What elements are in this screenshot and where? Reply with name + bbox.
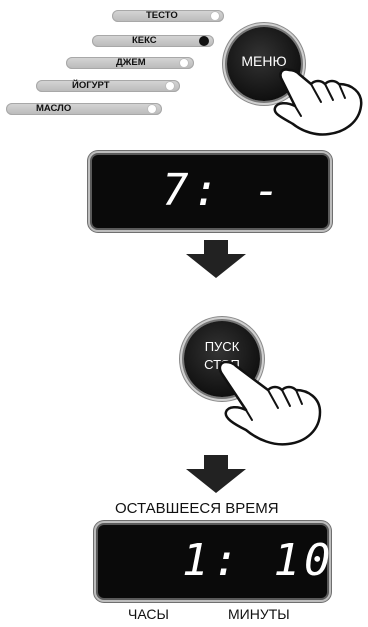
pointing-hand-icon xyxy=(255,62,367,142)
menu-option-yogurt[interactable]: ЙОГУРТ xyxy=(36,80,180,92)
start-stop-label-start: ПУСК xyxy=(184,339,260,354)
minutes-label: МИНУТЫ xyxy=(228,606,290,622)
option-selected-indicator-icon xyxy=(199,36,209,46)
remaining-time-title: ОСТАВШЕЕСЯ ВРЕМЯ xyxy=(115,500,279,517)
menu-option-maslo[interactable]: МАСЛО xyxy=(6,103,162,115)
arrow-down-icon xyxy=(186,455,246,493)
menu-option-label: ЙОГУРТ xyxy=(72,80,110,92)
menu-option-testo[interactable]: ТЕСТО xyxy=(112,10,224,22)
remaining-time-display: 1: 10 xyxy=(98,525,327,598)
option-indicator-icon xyxy=(210,11,220,21)
hours-label: ЧАСЫ xyxy=(128,606,169,622)
menu-option-label: КЕКС xyxy=(132,35,157,47)
option-indicator-icon xyxy=(147,104,157,114)
program-display: 7: - xyxy=(92,155,328,228)
remaining-time-value: 1: 10 xyxy=(182,537,334,585)
menu-option-label: ТЕСТО xyxy=(146,10,178,22)
option-indicator-icon xyxy=(165,81,175,91)
display-value: 7: - xyxy=(162,167,284,215)
menu-option-label: МАСЛО xyxy=(36,103,71,115)
menu-option-keks[interactable]: КЕКС xyxy=(92,35,214,47)
option-indicator-icon xyxy=(179,58,189,68)
pointing-hand-icon xyxy=(212,356,324,452)
menu-option-label: ДЖЕМ xyxy=(116,57,146,69)
arrow-down-icon xyxy=(186,240,246,278)
menu-option-dzhem[interactable]: ДЖЕМ xyxy=(66,57,194,69)
